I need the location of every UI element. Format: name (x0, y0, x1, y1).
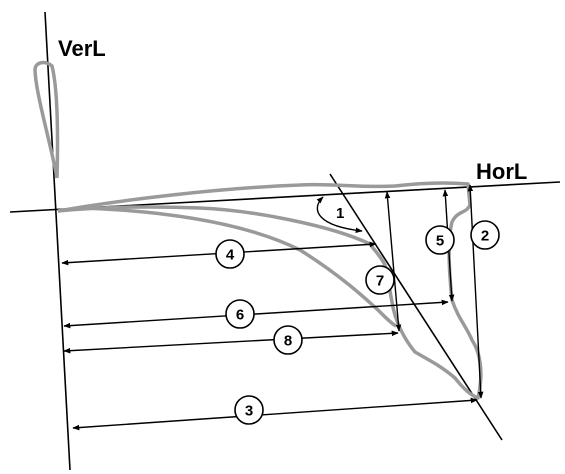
measurement-4-label: 4 (226, 247, 235, 264)
main-outline-shape (57, 181, 483, 400)
measurement-3-arrow (72, 397, 478, 431)
measurement-7-label: 7 (376, 273, 384, 290)
measurement-7-arrow (384, 191, 402, 332)
measurement-8-badge: 8 (273, 325, 303, 355)
measurement-6-label: 6 (236, 307, 244, 324)
measurement-6-badge: 6 (225, 299, 255, 329)
measurement-5-label: 5 (436, 233, 444, 250)
horizontal-axis-label: HorL (476, 159, 527, 184)
measurement-6-arrow (63, 299, 449, 329)
vertical-reference-line (44, 11, 71, 471)
measurement-8-arrow (63, 330, 399, 354)
measurement-1-label: 1 (336, 205, 344, 222)
upper-outline-shape (33, 60, 60, 179)
measurement-5-badge: 5 (425, 225, 455, 255)
measurement-2-badge: 2 (470, 220, 500, 250)
vertical-axis-label: VerL (58, 36, 106, 61)
measurement-3-badge: 3 (234, 395, 264, 425)
measurement-3-label: 3 (245, 403, 253, 420)
measurement-7-badge: 7 (365, 265, 395, 295)
measurement-4-badge: 4 (215, 239, 245, 269)
measurement-1-angle-arc (316, 196, 363, 234)
measurement-2-arrow (467, 184, 484, 399)
measurement-8-label: 8 (284, 333, 292, 350)
measurement-2-label: 2 (481, 228, 489, 245)
